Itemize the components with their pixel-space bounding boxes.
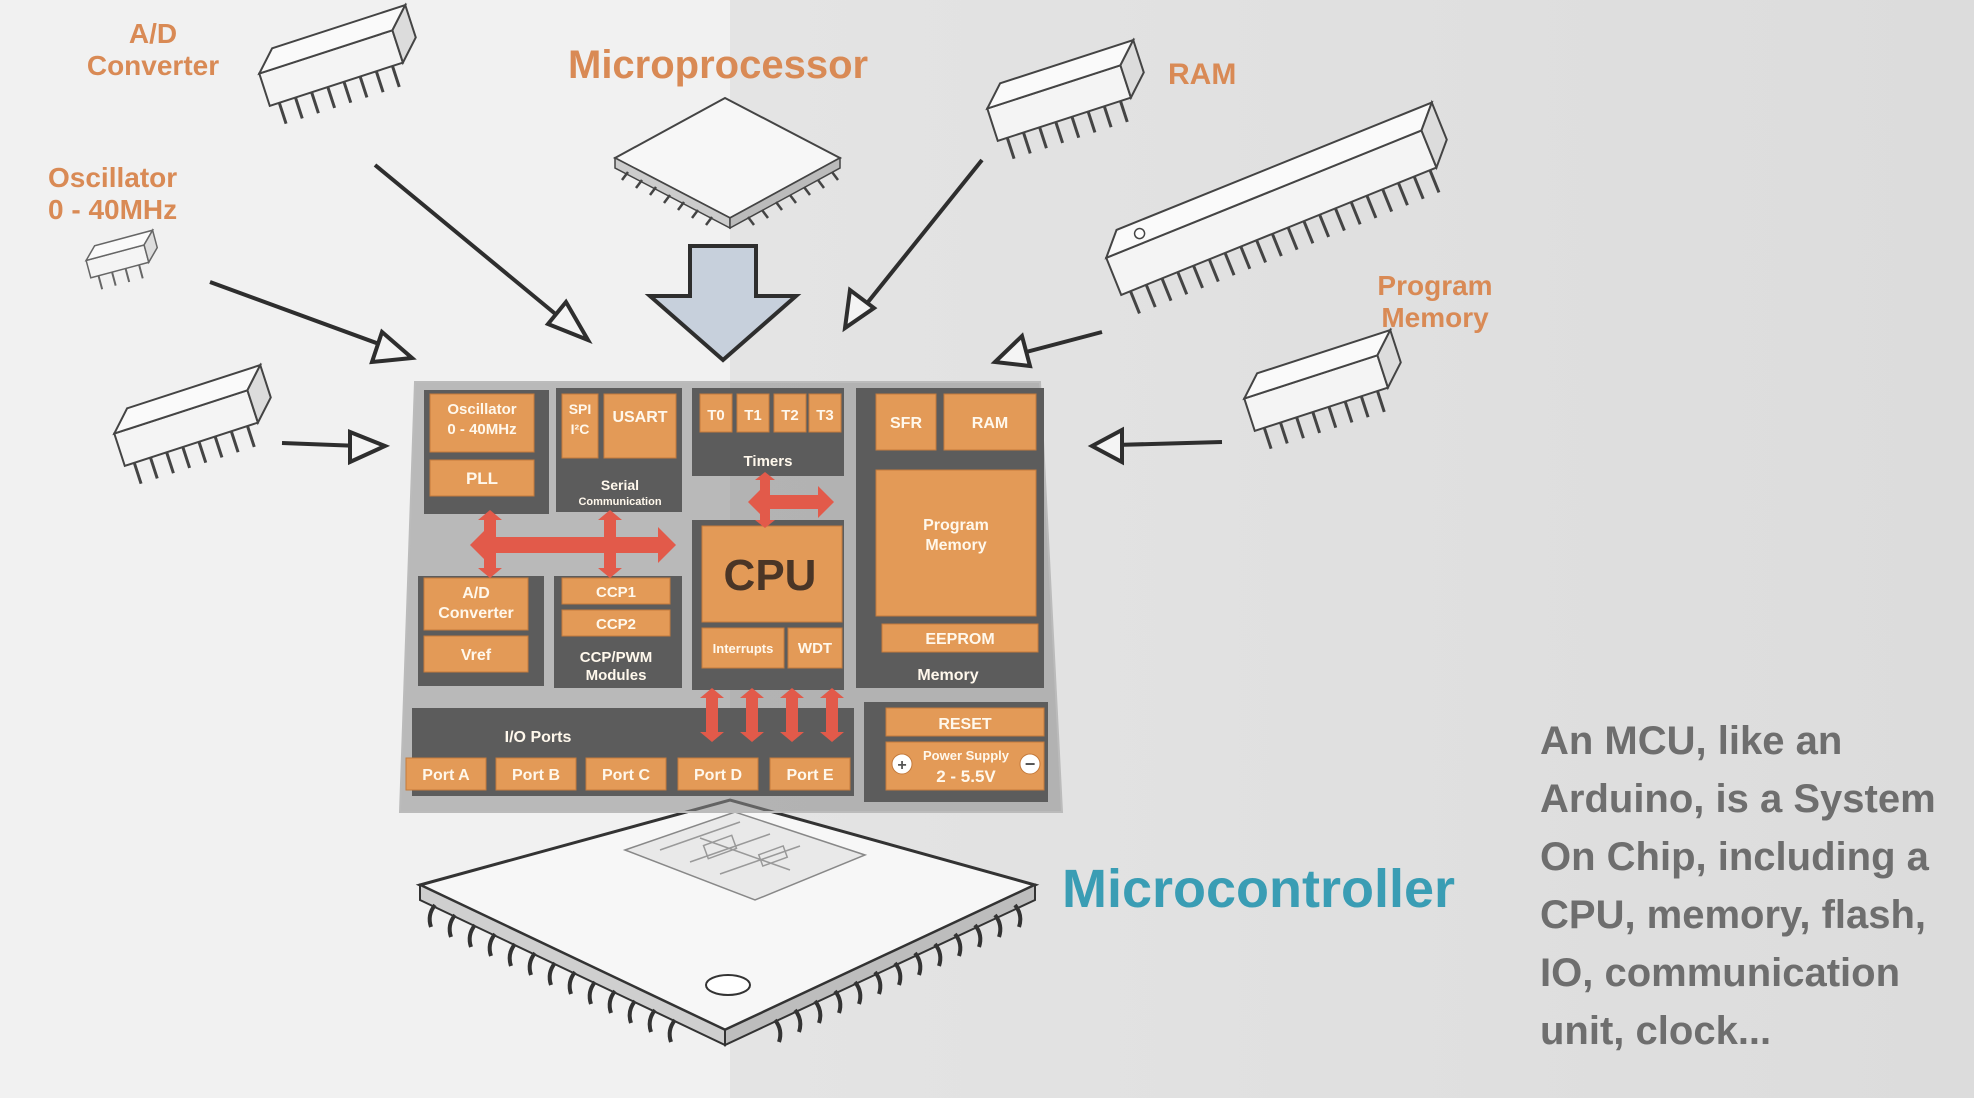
block-sfr: SFR [890,415,922,432]
block-i2c: I²C [571,421,590,437]
block-io-ports: I/O Ports [505,729,572,746]
block-serial-label2: Communication [578,496,661,508]
label-ad-converter: A/D Converter [86,18,220,82]
block-ccp1: CCP1 [596,584,636,601]
block-port-b: Port B [512,767,560,784]
block-timers: Timers [744,453,793,470]
label-microprocessor: Microprocessor [568,43,869,87]
block-ad-line2: Converter [438,605,514,622]
dip-chip-left-icon [112,362,272,485]
block-spi: SPI [569,401,592,417]
block-oscillator-line2: 0 - 40MHz [447,421,516,438]
block-serial-label: Serial [601,477,639,493]
block-t0: T0 [707,407,725,424]
block-voltage: 2 - 5.5V [936,767,996,786]
block-t1: T1 [744,407,762,424]
program-memory-chip-icon [1104,99,1448,314]
block-usart: USART [612,409,667,426]
block-port-e: Port E [786,767,833,784]
block-ccp-pwm-line1: CCP/PWM [580,649,653,666]
block-oscillator-line1: Oscillator [447,401,516,418]
plus-icon: + [897,757,906,774]
ram-chip-icon [985,37,1145,160]
block-t3: T3 [816,407,834,424]
block-reset: RESET [938,716,992,733]
minus-icon: − [1025,754,1036,774]
dip-chip-icon [257,2,417,125]
block-power-supply: Power Supply [923,748,1010,763]
block-ram: RAM [972,415,1008,432]
block-eeprom: EEPROM [925,631,994,648]
block-interrupts: Interrupts [713,641,774,656]
block-ad-line1: A/D [462,585,490,602]
block-port-d: Port D [694,767,742,784]
dip-chip-right-icon [1242,327,1402,450]
caption-text: An MCU, like an Arduino, is a System On … [1540,719,1936,1053]
block-port-c: Port C [602,767,650,784]
block-wdt: WDT [798,640,832,657]
block-program-memory-line2: Memory [925,537,986,554]
block-pll: PLL [466,469,498,488]
microcontroller-title: Microcontroller [1062,859,1456,919]
block-t2: T2 [781,407,799,424]
block-port-a: Port A [422,767,470,784]
block-ccp2: CCP2 [596,616,636,633]
input-arrows [209,158,1223,466]
label-program-memory: Program Memory [1377,270,1493,334]
bus-arrows [470,472,844,742]
down-arrow-icon [644,244,802,363]
label-ram: RAM [1168,58,1237,91]
mcu-package [415,798,1040,1047]
chip-block-diagram: Oscillator 0 - 40MHz PLL SPI I²C USART S… [398,381,1064,813]
microprocessor-chip-icon [612,96,843,230]
block-ccp-pwm-line2: Modules [586,667,647,684]
block-vref: Vref [461,647,492,664]
oscillator-chip-icon [84,228,159,290]
block-program-memory-line1: Program [923,517,989,534]
block-memory: Memory [917,667,978,684]
label-oscillator: Oscillator 0 - 40MHz [48,162,178,226]
block-cpu: CPU [724,551,817,600]
